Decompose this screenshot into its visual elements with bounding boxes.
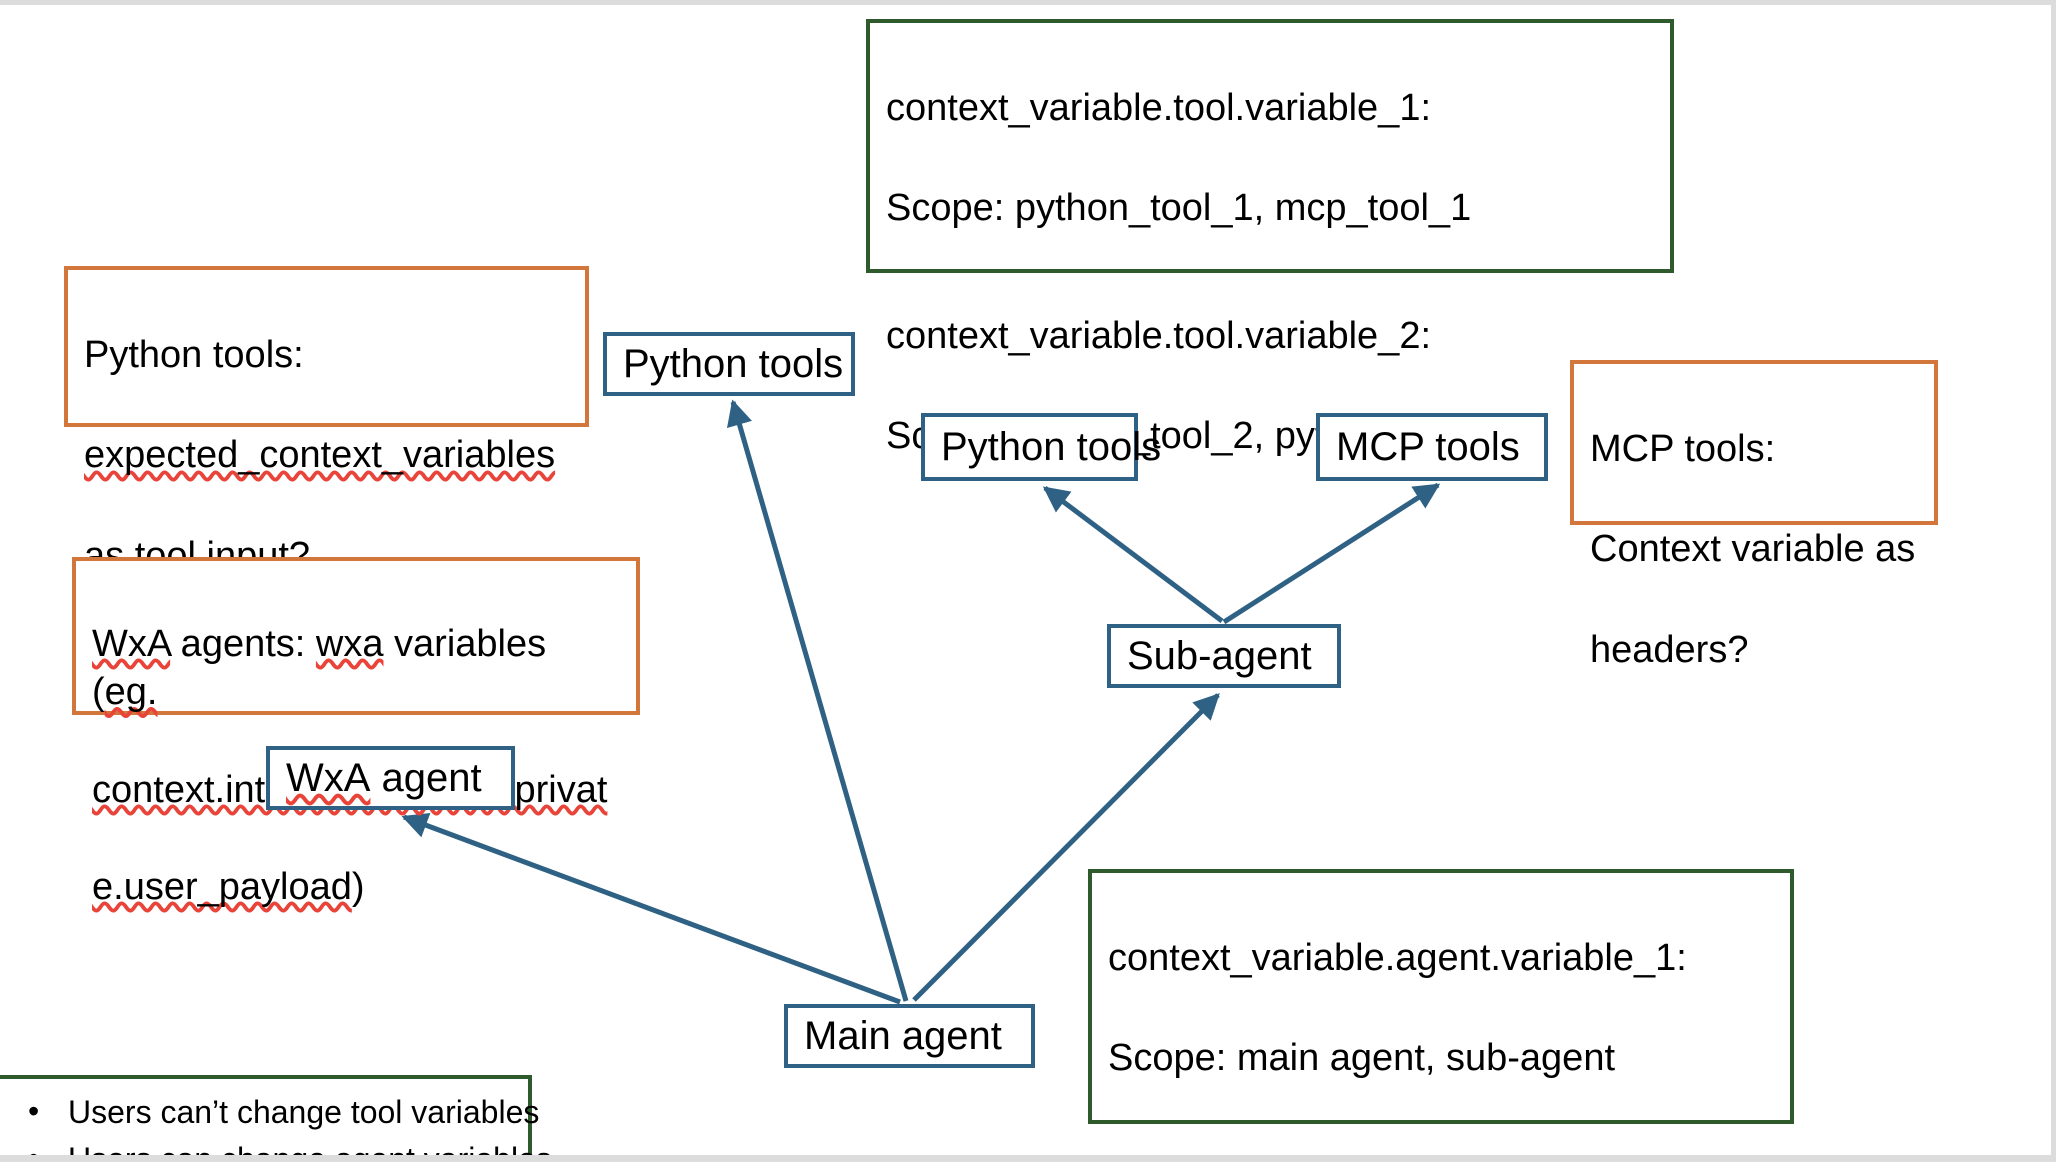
node-mcp-tools[interactable]: MCP tools (1316, 413, 1548, 481)
node-python-tools-mid[interactable]: Python tools (921, 413, 1161, 481)
edge-main-agent-to-python-tools-left (727, 399, 909, 1002)
note-wxa-agents-term-wxa: WxA (92, 622, 171, 665)
note-agent-variables-line2: Scope: main agent, sub-agent (1108, 1037, 1616, 1080)
rules-list: Users can’t change tool variables Users … (14, 1088, 552, 1155)
node-sub-agent[interactable]: Sub-agent (1107, 624, 1341, 688)
rules-list-item: Users can’t change tool variables (28, 1088, 539, 1136)
note-tool-variables-spacer (886, 234, 1656, 261)
note-wxa-agents-line3: e.user_payload (92, 865, 352, 908)
note-agent-variables-line1: context_variable.agent.variable_1: (1108, 937, 1687, 980)
node-mcp-tools-label: MCP tools (1336, 425, 1520, 469)
node-wxa-agent[interactable]: WxA agent (266, 746, 515, 810)
note-tool-variables-line1: context_variable.tool.variable_1: (886, 87, 1432, 130)
note-tool-variables-line3: context_variable.tool.variable_2: (886, 315, 1432, 358)
node-python-tools-left[interactable]: Python tools (603, 332, 855, 396)
edge-main-agent-to-wxa-agent (401, 812, 901, 1005)
note-mcp-tools-question-line2: Context variable as (1590, 528, 1916, 571)
node-python-tools-mid-label: Python tools (941, 425, 1162, 469)
node-python-tools-left-label: Python tools (623, 342, 844, 386)
note-tool-variables-line2: Scope: python_tool_1, mcp_tool_1 (886, 187, 1472, 230)
node-sub-agent-label: Sub-agent (1127, 634, 1312, 678)
rules-list-item: Users can change agent variables (28, 1135, 552, 1155)
note-user-permission-rules: Users can’t change tool variables Users … (0, 1075, 552, 1155)
note-python-tools-question: Python tools: expected_context_variables… (64, 266, 589, 577)
note-wxa-agents: WxA agents: wxa variables (eg. context.i… (72, 557, 640, 908)
node-wxa-agent-label-wxa: WxA (286, 756, 371, 800)
note-tool-variables: context_variable.tool.variable_1: Scope:… (866, 19, 1674, 457)
node-main-agent-label: Main agent (804, 1014, 1002, 1058)
note-python-tools-question-line1: Python tools: (84, 334, 304, 377)
node-main-agent[interactable]: Main agent (784, 1004, 1035, 1068)
note-agent-variables-spacer (1108, 1084, 1776, 1111)
node-wxa-agent-label-suffix: agent (370, 756, 482, 800)
note-mcp-tools-question: MCP tools: Context variable as headers? (1570, 360, 1938, 671)
note-python-tools-question-line2: expected_context_variables (84, 434, 556, 477)
note-wxa-agents-term-wxa-lower: wxa (315, 622, 384, 665)
edge-sub-agent-to-python-tools-mid (1042, 486, 1224, 623)
note-wxa-agents-term-eg: eg. (104, 671, 158, 714)
note-wxa-agents-line1-d: variables ( (92, 622, 547, 714)
note-wxa-agents-line1-b: agents: (170, 622, 316, 665)
note-wxa-agents-line3-tail: ) (351, 865, 365, 908)
note-mcp-tools-question-line3: headers? (1590, 628, 1749, 671)
note-agent-variables: context_variable.agent.variable_1: Scope… (1088, 869, 1794, 1124)
edge-sub-agent-to-mcp-tools (1222, 482, 1441, 625)
note-mcp-tools-question-line1: MCP tools: (1590, 428, 1776, 471)
